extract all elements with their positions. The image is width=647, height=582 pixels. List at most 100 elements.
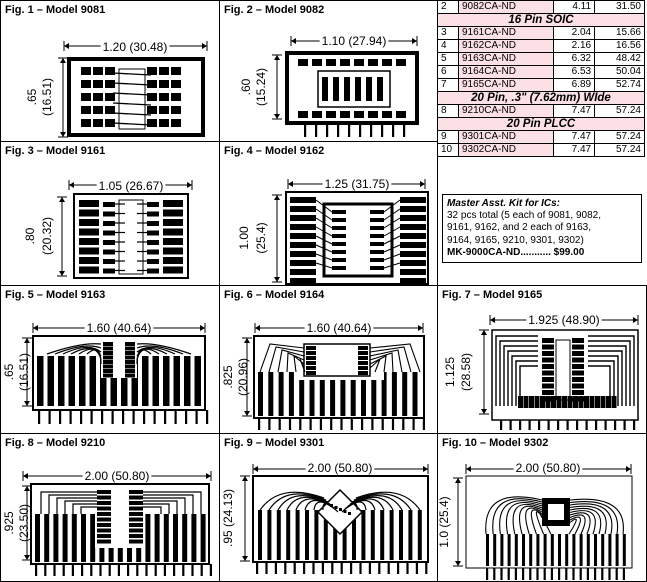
pin: [108, 564, 111, 576]
section-heading: 16 Pin SOIC: [437, 13, 645, 27]
pin: [48, 410, 51, 424]
pad: [103, 230, 115, 236]
pad: [79, 200, 99, 207]
pad: [572, 377, 584, 382]
pin: [412, 418, 415, 430]
trace: [184, 356, 191, 406]
trace: [569, 501, 619, 535]
trace: [72, 503, 97, 514]
pad: [163, 266, 183, 274]
price-10-cell: 52.74: [594, 78, 645, 92]
pad: [93, 93, 103, 101]
pad: [572, 364, 584, 369]
fig-cell: 2: [437, 0, 459, 14]
trace: [522, 534, 525, 566]
dimension-arrow: [206, 473, 211, 479]
pad: [159, 67, 169, 75]
pin: [566, 420, 569, 430]
pad: [125, 346, 135, 351]
pin: [507, 568, 510, 580]
trace: [402, 372, 408, 416]
pin: [536, 568, 539, 580]
dimension-label: (20.96): [236, 358, 250, 396]
trace: [355, 491, 421, 511]
figure-title: Fig. 7 – Model 9165: [442, 289, 543, 301]
dimension-label: 1.25 (31.75): [325, 177, 390, 191]
dimension-label: (16.51): [40, 78, 54, 116]
dimension-label: (20.32): [40, 217, 54, 255]
pin: [62, 564, 65, 576]
pin: [154, 564, 157, 576]
dimension-arrow: [274, 195, 280, 200]
label-bg: [84, 321, 154, 335]
trace: [173, 514, 178, 562]
pad: [147, 80, 157, 88]
pad: [103, 342, 113, 346]
pcb-drawing: 1.925 (48.90)1.125(28.58): [443, 313, 639, 430]
trace: [495, 335, 538, 406]
price-1-cell: 7.47: [552, 104, 596, 118]
pin: [315, 123, 318, 137]
price-10-cell: 31.50: [594, 0, 645, 14]
trace: [54, 345, 102, 355]
section-heading-row: 16 Pin SOIC: [437, 13, 645, 27]
dimension-label: (16.51): [17, 353, 31, 391]
dimension-arrow: [291, 38, 296, 44]
pin: [370, 123, 373, 137]
pad: [125, 360, 135, 364]
pad: [400, 278, 426, 284]
pad: [97, 534, 111, 538]
trace: [588, 350, 623, 406]
dimension-arrow: [255, 325, 260, 331]
pad: [97, 512, 111, 516]
pad: [572, 344, 584, 350]
pad: [354, 59, 364, 66]
trace: [525, 507, 543, 535]
dimension-arrow: [253, 466, 258, 472]
pad: [97, 517, 111, 522]
pin: [425, 562, 428, 574]
pad: [129, 506, 143, 511]
dimension-label: (25.4): [254, 222, 268, 253]
trace: [323, 510, 328, 560]
dimension-arrow: [187, 182, 192, 188]
trace: [143, 497, 186, 514]
dimension-label: .95 (24.13): [221, 489, 235, 547]
trace: [369, 343, 421, 373]
pad: [129, 501, 143, 505]
pad: [171, 119, 181, 127]
pin: [206, 410, 209, 424]
trace: [569, 512, 591, 535]
trace: [136, 343, 192, 355]
pad: [396, 59, 406, 66]
pad: [306, 371, 316, 375]
pin: [312, 562, 315, 574]
pin: [403, 123, 406, 137]
trace: [515, 360, 538, 406]
fig-cell: 8: [437, 104, 459, 118]
pin: [185, 410, 188, 424]
pad: [125, 351, 135, 355]
pad: [79, 209, 99, 217]
pad: [370, 250, 384, 254]
pin: [623, 420, 626, 430]
pin: [99, 564, 102, 576]
pad: [79, 247, 99, 255]
pin: [321, 562, 324, 574]
trace: [200, 514, 206, 562]
trace: [163, 514, 169, 562]
pin: [303, 562, 306, 574]
kit-line: 9161, 9162, and 2 each of 9163,: [447, 222, 592, 234]
pad: [358, 366, 368, 370]
trace: [579, 534, 583, 566]
pad: [81, 80, 91, 88]
pin: [604, 420, 607, 430]
dimension-arrow: [481, 409, 487, 414]
trace: [299, 372, 305, 416]
price-1-cell: 4.11: [552, 0, 596, 14]
pad: [340, 59, 350, 66]
pin: [519, 420, 522, 430]
price-1-cell: 2.16: [552, 39, 596, 53]
trace: [507, 534, 511, 566]
